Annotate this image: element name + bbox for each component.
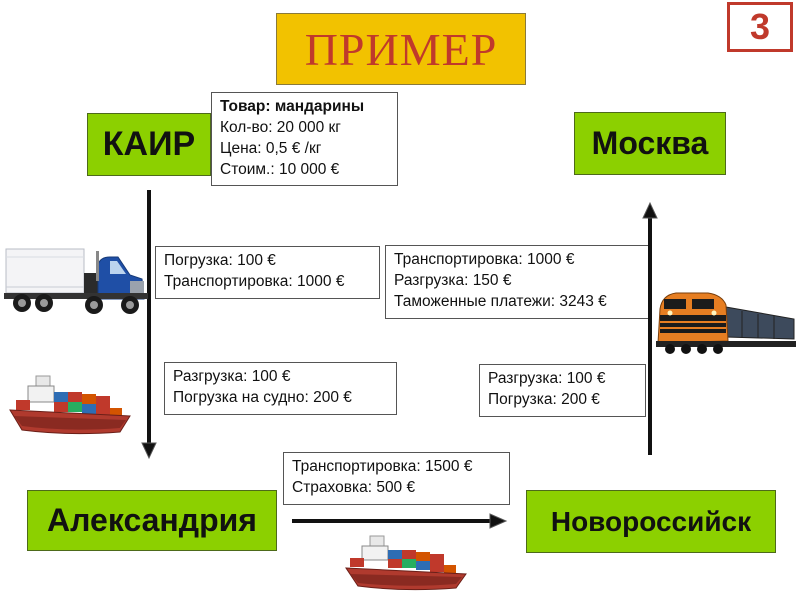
novorossiysk-loading-line: Погрузка: 200 € <box>488 391 600 408</box>
novorossiysk-unloading-line: Разгрузка: 100 € <box>488 370 606 387</box>
arrow-novorossiysk-to-moscow <box>642 201 658 455</box>
cargo-ship-icon <box>345 535 467 591</box>
novorossiysk-port-box: Разгрузка: 100 € Погрузка: 200 € <box>479 364 646 417</box>
alexandria-port-box: Разгрузка: 100 € Погрузка на судно: 200 … <box>164 362 397 415</box>
cairo-loading-line: Погрузка: 100 € <box>164 252 276 269</box>
sea-transport-box: Транспортировка: 1500 € Страховка: 500 € <box>283 452 510 505</box>
alexandria-ship-loading-line: Погрузка на судно: 200 € <box>173 389 352 406</box>
cargo-ship-icon <box>9 375 131 435</box>
slide-number-badge: 3 <box>727 2 793 52</box>
sea-transport-line: Транспортировка: 1500 € <box>292 458 473 475</box>
locomotive-icon <box>656 292 796 354</box>
arrow-alexandria-to-novorossiysk <box>292 513 508 529</box>
city-novorossiysk: Новороссийск <box>526 490 776 553</box>
goods-quantity: Кол-во: 20 000 кг <box>220 119 341 136</box>
cairo-transport-line: Транспортировка: 1000 € <box>164 273 345 290</box>
goods-info-box: Товар: мандарины Кол-во: 20 000 кг Цена:… <box>211 92 398 186</box>
cairo-loading-box: Погрузка: 100 € Транспортировка: 1000 € <box>155 246 380 299</box>
goods-name: Товар: мандарины <box>220 98 365 115</box>
rail-unloading-line: Разгрузка: 150 € <box>394 272 512 289</box>
goods-cost: Стоим.: 10 000 € <box>220 161 340 178</box>
city-moscow: Москва <box>574 112 726 175</box>
alexandria-unloading-line: Разгрузка: 100 € <box>173 368 291 385</box>
goods-price: Цена: 0,5 € /кг <box>220 140 322 157</box>
sea-insurance-line: Страховка: 500 € <box>292 479 416 496</box>
customs-line: Таможенные платежи: 3243 € <box>394 293 607 310</box>
arrow-cairo-to-alexandria <box>141 190 157 460</box>
rail-transport-line: Транспортировка: 1000 € <box>394 251 575 268</box>
city-alexandria: Александрия <box>27 490 277 551</box>
rail-to-moscow-box: Транспортировка: 1000 € Разгрузка: 150 €… <box>385 245 650 319</box>
truck-icon <box>4 248 148 314</box>
page-title: ПРИМЕР <box>276 13 526 85</box>
city-cairo: КАИР <box>87 113 211 176</box>
